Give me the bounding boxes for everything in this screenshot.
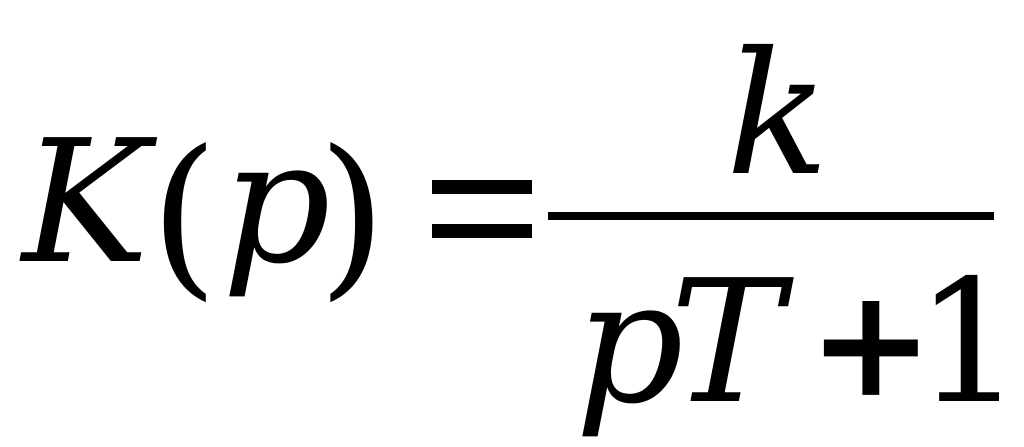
numerator: k <box>726 16 830 214</box>
equals-sign-bottom-bar <box>432 224 532 238</box>
open-parenthesis: ( <box>150 114 219 317</box>
close-parenthesis: ) <box>318 114 387 317</box>
denominator-T: T <box>670 244 784 442</box>
denominator-p: p <box>575 244 684 442</box>
denominator-plus: + <box>808 255 934 431</box>
fraction-bar <box>548 212 994 220</box>
denominator-one: 1 <box>915 244 1024 442</box>
lhs-function-symbol: K <box>22 104 150 302</box>
lhs-argument: p <box>222 104 331 302</box>
equals-sign-top-bar <box>432 180 532 194</box>
